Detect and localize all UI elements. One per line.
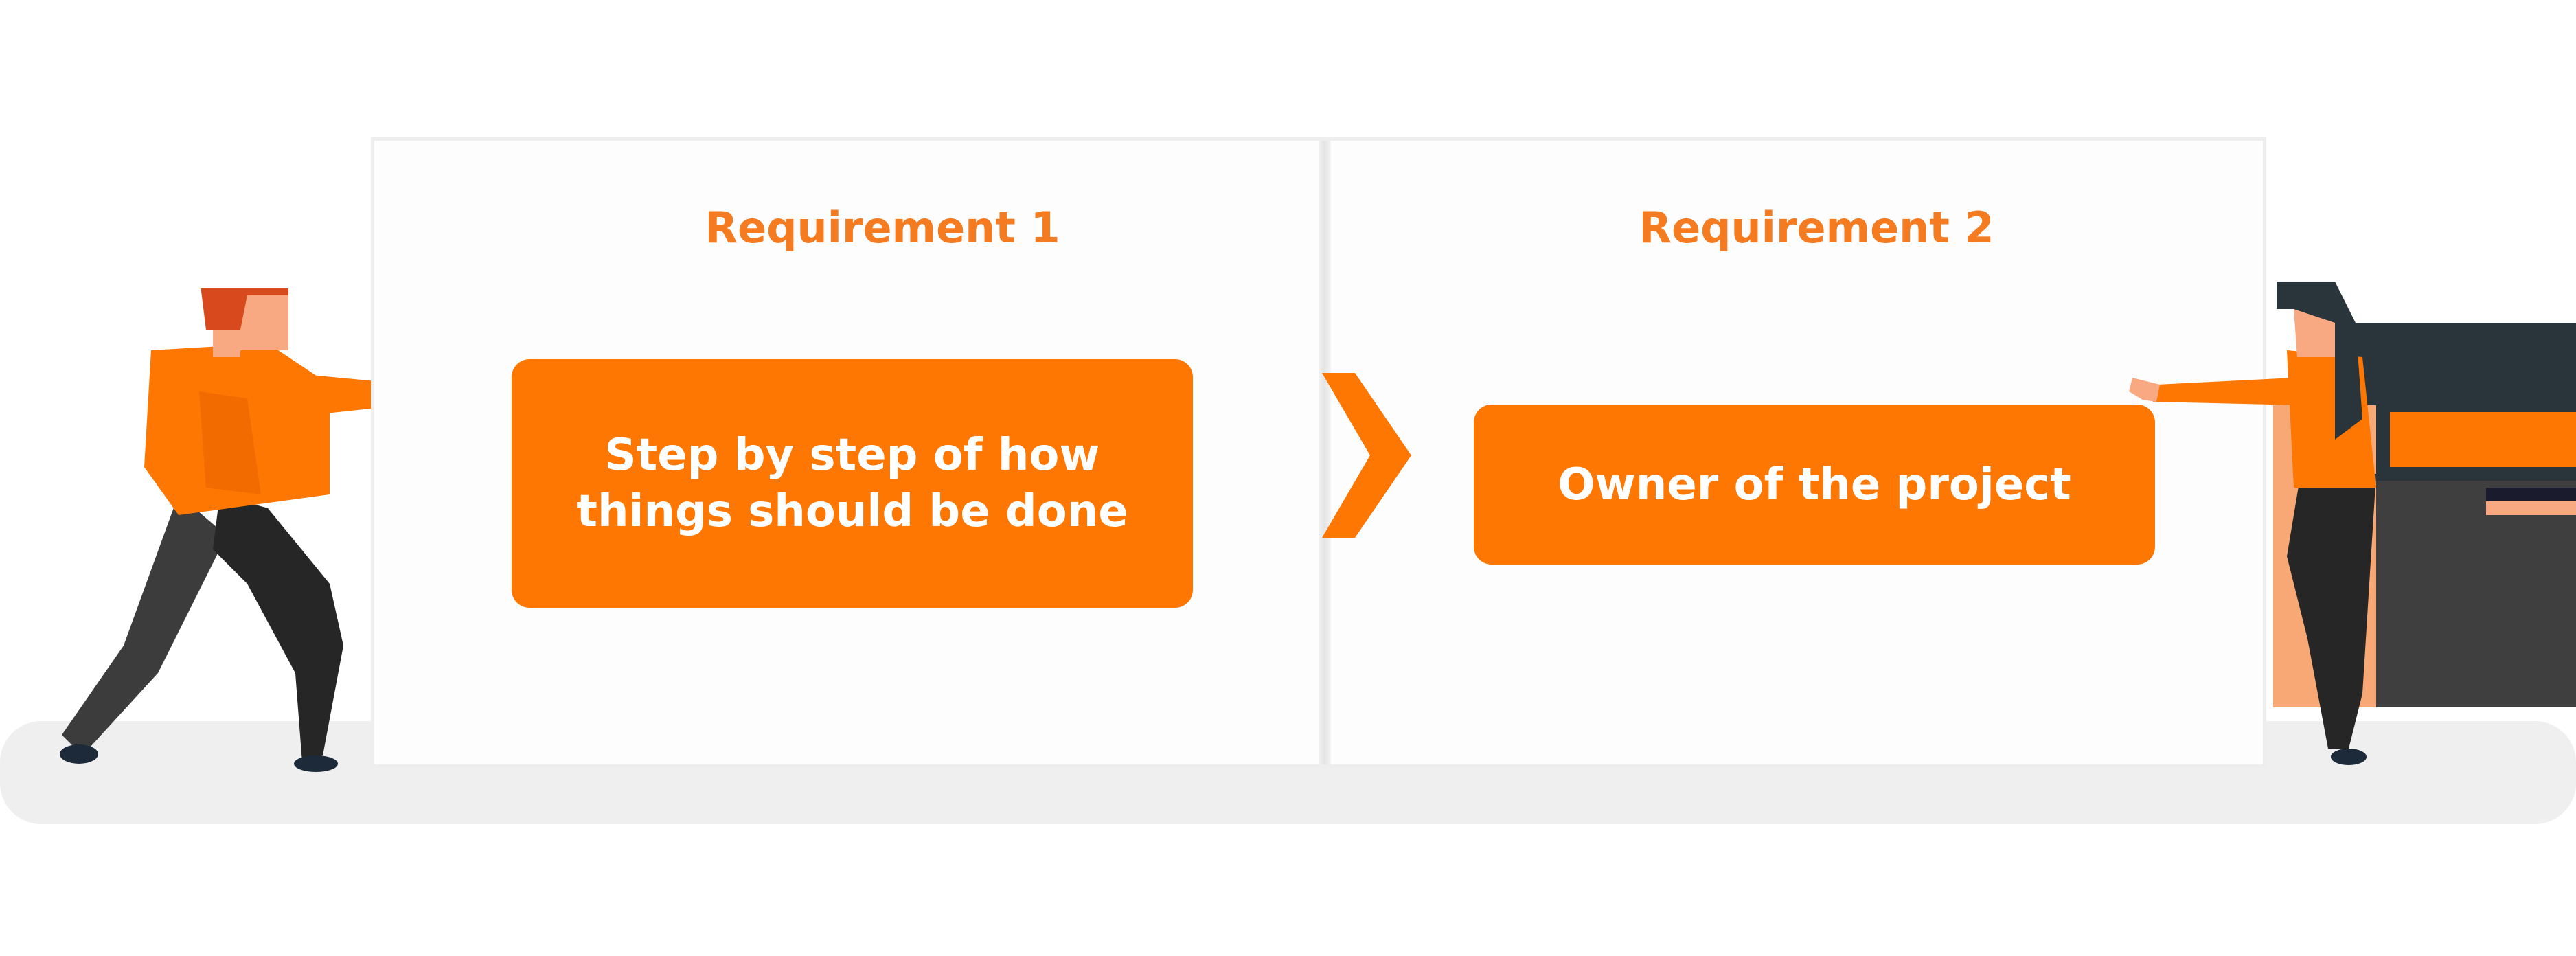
board-divider	[1319, 141, 1331, 764]
requirements-board: Requirement 1 Requirement 2 Step by step…	[371, 137, 2266, 768]
requirement-1-box: Step by step of how things should be don…	[512, 359, 1193, 608]
requirement-1-title: Requirement 1	[705, 203, 1060, 253]
requirement-2-title: Requirement 2	[1639, 203, 1994, 253]
requirement-1-description: Step by step of how things should be don…	[576, 430, 1128, 537]
chevron-right-icon	[1322, 373, 1411, 538]
requirement-2-description: Owner of the project	[1558, 459, 2071, 510]
person-reaching-illustration	[2129, 282, 2576, 765]
requirement-2-box: Owner of the project	[1474, 405, 2155, 565]
